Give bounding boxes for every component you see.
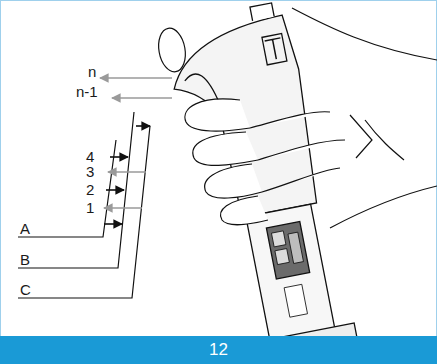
stroke-number: 1 — [86, 200, 94, 215]
range-letter: B — [20, 252, 30, 267]
stroke-number: 3 — [86, 164, 94, 179]
pipette — [162, 0, 361, 364]
stroke-arrows — [100, 78, 172, 224]
footer-band: 12 — [0, 336, 437, 364]
range-letter: C — [20, 282, 31, 297]
range-letter: A — [20, 221, 30, 236]
stroke-number: n — [88, 64, 96, 79]
figure-number: 12 — [209, 340, 228, 360]
stroke-number: 2 — [86, 182, 94, 197]
fingers — [155, 26, 345, 225]
frame — [1, 1, 437, 341]
stroke-number: n-1 — [76, 84, 98, 99]
scale-lines — [18, 112, 150, 298]
stroke-number: 4 — [86, 149, 94, 164]
